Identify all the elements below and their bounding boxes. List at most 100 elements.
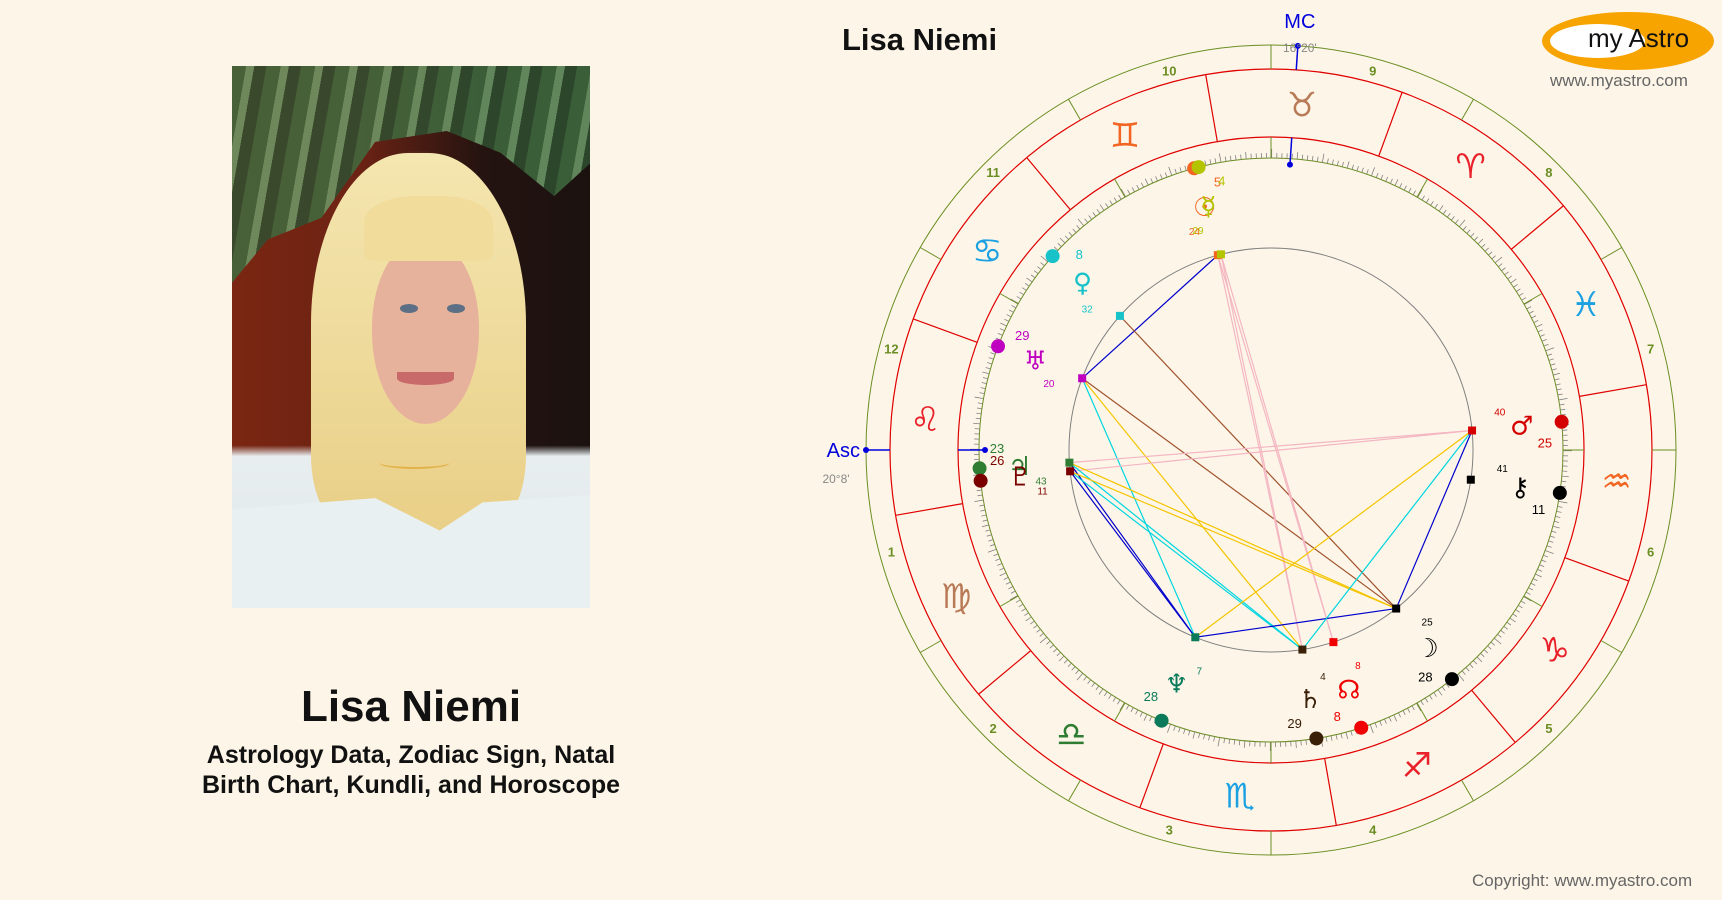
- degree-tick: [1474, 236, 1479, 241]
- degree-tick: [1130, 707, 1134, 713]
- degree-tick: [1311, 155, 1314, 161]
- degree-tick: [1555, 515, 1561, 518]
- degree-tick: [1545, 550, 1554, 554]
- degree-tick: [1445, 683, 1450, 688]
- degree-tick: [974, 499, 984, 502]
- photo-eye: [446, 304, 465, 314]
- sign-aries-icon: ♈: [1455, 147, 1485, 187]
- house-cusp-inner-line: [1114, 702, 1126, 722]
- degree-tick: [1104, 691, 1108, 697]
- sign-leo-icon: ♌: [910, 400, 940, 440]
- degree-tick: [1528, 587, 1534, 591]
- degree-tick: [1532, 578, 1538, 582]
- degree-tick: [1016, 296, 1022, 300]
- degree-tick: [1019, 291, 1024, 296]
- degree-tick: [1442, 209, 1447, 215]
- aspect-square: [1069, 470, 1303, 651]
- degree-tick: [979, 392, 985, 395]
- degree-tick: [1331, 159, 1334, 165]
- person-subtitle: Astrology Data, Zodiac Sign, Natal Birth…: [0, 740, 822, 800]
- degree-tick: [982, 371, 990, 375]
- degree-tick: [1127, 189, 1131, 195]
- degree-tick: [1537, 329, 1543, 333]
- sign-scorpio-icon: ♏: [1225, 777, 1255, 817]
- sign-boundary: [1510, 205, 1564, 250]
- degree-tick: [986, 534, 992, 537]
- degree-tick: [1380, 174, 1384, 180]
- sign-boundary: [1471, 689, 1516, 743]
- degree-tick: [1087, 679, 1092, 684]
- aspect-square: [1081, 378, 1196, 638]
- moon-icon: ☽: [1415, 634, 1438, 664]
- myastro-logo[interactable]: my Astro: [1542, 12, 1714, 70]
- degree-tick: [1484, 247, 1489, 252]
- pluto-icon: ♇: [1009, 463, 1032, 493]
- planet-minute: 25: [1422, 618, 1434, 629]
- degree-tick: [988, 539, 994, 542]
- sun-icon: ☉: [1193, 193, 1216, 223]
- house-number: 11: [986, 165, 1000, 180]
- copyright-text: Copyright: www.myastro.com: [1472, 871, 1693, 890]
- planet-degree: 8: [1076, 247, 1083, 262]
- degree-tick: [1530, 582, 1536, 586]
- degree-tick: [1374, 722, 1378, 728]
- planet-minute: 20: [1043, 379, 1055, 390]
- degree-tick: [1539, 334, 1545, 337]
- degree-tick: [1238, 740, 1241, 746]
- degree-tick: [1057, 242, 1062, 247]
- degree-tick: [1006, 314, 1012, 318]
- planet-mercury: ☿429: [1191, 160, 1225, 259]
- degree-tick: [1000, 322, 1007, 327]
- degree-tick: [1326, 158, 1329, 164]
- degree-tick: [1535, 323, 1543, 328]
- degree-tick: [987, 548, 997, 553]
- degree-tick: [1398, 712, 1401, 718]
- degree-tick: [1560, 408, 1566, 411]
- degree-tick: [1510, 278, 1517, 284]
- aspect-point: [1191, 633, 1200, 642]
- degree-tick: [1126, 704, 1130, 710]
- sign-cancer-icon: ♋: [972, 231, 1002, 271]
- degree-tick: [1204, 160, 1207, 166]
- degree-tick: [1524, 299, 1533, 305]
- degree-tick: [1417, 189, 1423, 198]
- aspect-sextile: [1081, 254, 1219, 379]
- house-number: 10: [1162, 63, 1176, 78]
- degree-tick: [1450, 216, 1455, 221]
- degree-tick: [1131, 187, 1135, 193]
- sign-boundary: [978, 650, 1032, 695]
- degree-tick: [1402, 710, 1406, 716]
- degree-tick: [1026, 277, 1033, 283]
- degree-tick: [1004, 318, 1010, 322]
- degree-tick: [1179, 167, 1182, 173]
- aspect-sextile: [1395, 430, 1473, 609]
- sign-aquarius-icon: ♒: [1601, 462, 1631, 502]
- degree-tick: [1321, 153, 1325, 163]
- degree-tick: [1501, 267, 1506, 272]
- planet-minute: 32: [1082, 304, 1094, 315]
- degree-tick: [1518, 292, 1524, 297]
- planet-degree: 28: [1144, 689, 1158, 704]
- asc-marker: [863, 447, 869, 453]
- degree-tick: [982, 519, 988, 522]
- degree-tick: [1433, 692, 1437, 697]
- photo-face: [371, 239, 479, 424]
- degree-tick: [1033, 624, 1038, 629]
- degree-tick: [1434, 203, 1438, 209]
- sign-boundary: [913, 318, 978, 343]
- degree-tick: [1188, 730, 1191, 736]
- degree-tick: [1040, 255, 1048, 263]
- degree-tick: [1345, 732, 1349, 740]
- mercury-icon: ☿: [1201, 192, 1217, 222]
- degree-tick: [1037, 266, 1042, 271]
- planet-degree: 11: [1532, 502, 1546, 517]
- asc-degree: 20°8': [822, 472, 849, 486]
- logo-url-link[interactable]: www.myastro.com: [1550, 71, 1688, 90]
- planet-degree: 29: [1287, 716, 1301, 731]
- mc-inner-line: [1289, 137, 1293, 165]
- zodiac-inner-ring: [957, 136, 1585, 764]
- degree-tick: [1513, 284, 1518, 288]
- degree-tick: [1346, 161, 1350, 169]
